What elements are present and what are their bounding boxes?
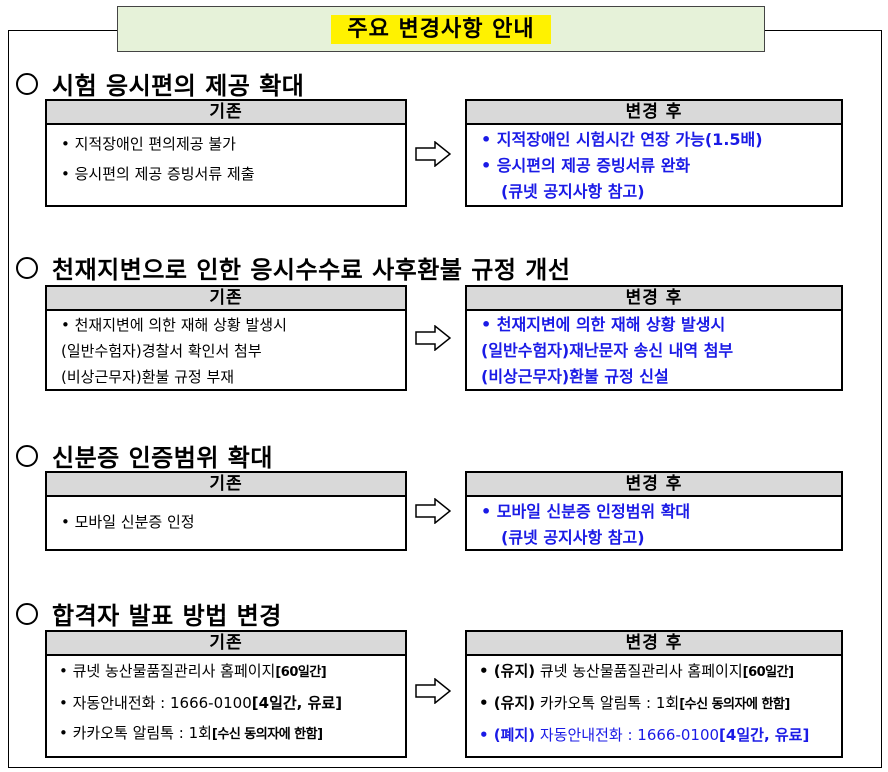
circle-bullet-icon bbox=[16, 256, 38, 279]
after-line: • (유지) 큐넷 농산물품질관리사 홈페이지[60일간] bbox=[479, 662, 794, 680]
before-line: • 지적장애인 편의제공 불가 bbox=[61, 135, 236, 153]
before-line: (일반수험자)경찰서 확인서 첨부 bbox=[61, 342, 262, 360]
after-line: (일반수험자)재난문자 송신 내역 첨부 bbox=[481, 341, 734, 360]
after-header: 변경 후 bbox=[467, 101, 841, 125]
after-header: 변경 후 bbox=[467, 473, 841, 497]
after-line: (큐넷 공지사항 참고) bbox=[501, 528, 645, 547]
after-line: • (폐지) 자동안내전화 : 1666-0100[4일간, 유료] bbox=[479, 726, 810, 744]
circle-bullet-icon bbox=[16, 72, 38, 95]
before-box-3: 기존 • 모바일 신분증 인정 bbox=[45, 471, 407, 551]
before-box-2: 기존 • 천재지변에 의한 재해 상황 발생시 (일반수험자)경찰서 확인서 첨… bbox=[45, 285, 407, 391]
after-line: • (유지) 카카오톡 알림톡 : 1회[수신 동의자에 한함] bbox=[479, 694, 790, 712]
after-box-4: 변경 후 • (유지) 큐넷 농산물품질관리사 홈페이지[60일간] • (유지… bbox=[465, 630, 843, 758]
after-box-3: 변경 후 • 모바일 신분증 인정범위 확대 (큐넷 공지사항 참고) bbox=[465, 471, 843, 551]
before-line: • 큐넷 농산물품질관리사 홈페이지[60일간] bbox=[59, 662, 327, 680]
before-header: 기존 bbox=[47, 473, 405, 497]
right-arrow-icon bbox=[415, 678, 451, 704]
circle-bullet-icon bbox=[16, 602, 38, 625]
after-line: • 천재지변에 의한 재해 상황 발생시 bbox=[481, 315, 726, 334]
right-arrow-icon bbox=[415, 141, 451, 167]
title-banner: 주요 변경사항 안내 bbox=[117, 6, 765, 52]
before-line: • 응시편의 제공 증빙서류 제출 bbox=[61, 165, 255, 183]
page-title: 주요 변경사항 안내 bbox=[331, 14, 551, 44]
after-box-1: 변경 후 • 지적장애인 시험시간 연장 가능(1.5배) • 응시편의 제공 … bbox=[465, 99, 843, 207]
before-line: • 카카오톡 알림톡 : 1회[수신 동의자에 한함] bbox=[59, 724, 323, 742]
section-heading-2: 천재지변으로 인한 응시수수료 사후환불 규정 개선 bbox=[16, 250, 570, 285]
before-box-4: 기존 • 큐넷 농산물품질관리사 홈페이지[60일간] • 자동안내전화 : 1… bbox=[45, 630, 407, 758]
before-line: • 천재지변에 의한 재해 상황 발생시 bbox=[61, 316, 287, 334]
after-box-2: 변경 후 • 천재지변에 의한 재해 상황 발생시 (일반수험자)재난문자 송신… bbox=[465, 285, 843, 391]
after-line: • 지적장애인 시험시간 연장 가능(1.5배) bbox=[481, 130, 763, 149]
right-arrow-icon bbox=[415, 325, 451, 351]
after-header: 변경 후 bbox=[467, 287, 841, 311]
before-box-1: 기존 • 지적장애인 편의제공 불가 • 응시편의 제공 증빙서류 제출 bbox=[45, 99, 407, 207]
after-line: • 응시편의 제공 증빙서류 완화 bbox=[481, 156, 691, 175]
after-line: (큐넷 공지사항 참고) bbox=[501, 182, 645, 201]
before-header: 기존 bbox=[47, 101, 405, 125]
before-line: • 자동안내전화 : 1666-0100[4일간, 유료] bbox=[59, 694, 343, 712]
after-line: • 모바일 신분증 인정범위 확대 bbox=[481, 502, 691, 521]
right-arrow-icon bbox=[415, 498, 451, 524]
before-line: (비상근무자)환불 규정 부재 bbox=[61, 368, 235, 386]
before-header: 기존 bbox=[47, 287, 405, 311]
before-header: 기존 bbox=[47, 632, 405, 656]
circle-bullet-icon bbox=[16, 444, 38, 467]
section-heading-1: 시험 응시편의 제공 확대 bbox=[16, 66, 304, 101]
before-line: • 모바일 신분증 인정 bbox=[61, 513, 195, 531]
section-heading-4: 합격자 발표 방법 변경 bbox=[16, 596, 282, 631]
after-header: 변경 후 bbox=[467, 632, 841, 656]
section-heading-3: 신분증 인증범위 확대 bbox=[16, 438, 273, 473]
after-line: (비상근무자)환불 규정 신설 bbox=[481, 367, 669, 386]
